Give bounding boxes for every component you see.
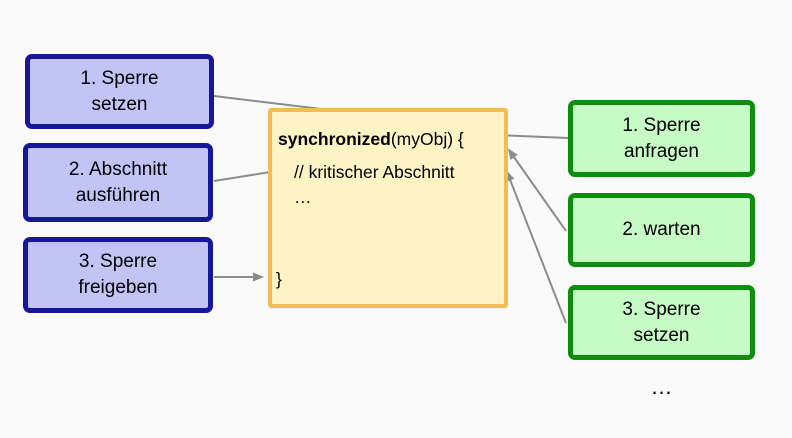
more-steps-ellipsis: … <box>650 374 673 399</box>
right-step-box-1: 1. Sperre anfragen <box>568 100 755 177</box>
right-step-1-line-2: anfragen <box>623 140 699 162</box>
right-step-3-line-2: setzen <box>633 324 690 346</box>
arrow-sperre-setzen-right-to-code <box>506 170 567 324</box>
left-step-1-line-2: setzen <box>91 93 148 115</box>
left-step-box-2: 2. Abschnitt ausführen <box>23 143 213 222</box>
left-step-2-line-2: ausführen <box>75 184 161 206</box>
left-step-1-line-1: 1. Sperre <box>80 67 159 89</box>
right-step-2-line-1: 2. warten <box>622 219 701 240</box>
left-step-box-3: 3. Sperre freigeben <box>23 237 213 313</box>
code-keyword-synchronized: synchronized <box>278 129 391 149</box>
arrow-sperre-anfragen-to-code <box>495 130 569 140</box>
left-step-2-line-1: 2. Abschnitt <box>68 158 168 180</box>
left-step-3-line-1: 3. Sperre <box>78 251 158 272</box>
synchronized-code-box: synchronized(myObj) { // kritischer Absc… <box>268 108 508 308</box>
code-line-ellipsis: … <box>294 187 312 207</box>
code-line-synchronized: synchronized(myObj) { <box>278 128 464 150</box>
code-line-closing-brace: } <box>276 269 282 289</box>
right-step-box-2: 2. warten <box>568 193 755 267</box>
arrow-warten-to-code <box>507 148 567 232</box>
code-line-comment: // kritischer Abschnitt <box>294 162 455 182</box>
code-signature: (myObj) { <box>390 129 464 149</box>
left-step-3-line-2: freigeben <box>78 277 158 298</box>
left-step-box-1: 1. Sperre setzen <box>25 54 214 129</box>
right-step-box-3: 3. Sperre setzen <box>568 285 755 360</box>
right-step-1-line-1: 1. Sperre <box>622 114 701 136</box>
right-step-3-line-1: 3. Sperre <box>622 298 701 320</box>
